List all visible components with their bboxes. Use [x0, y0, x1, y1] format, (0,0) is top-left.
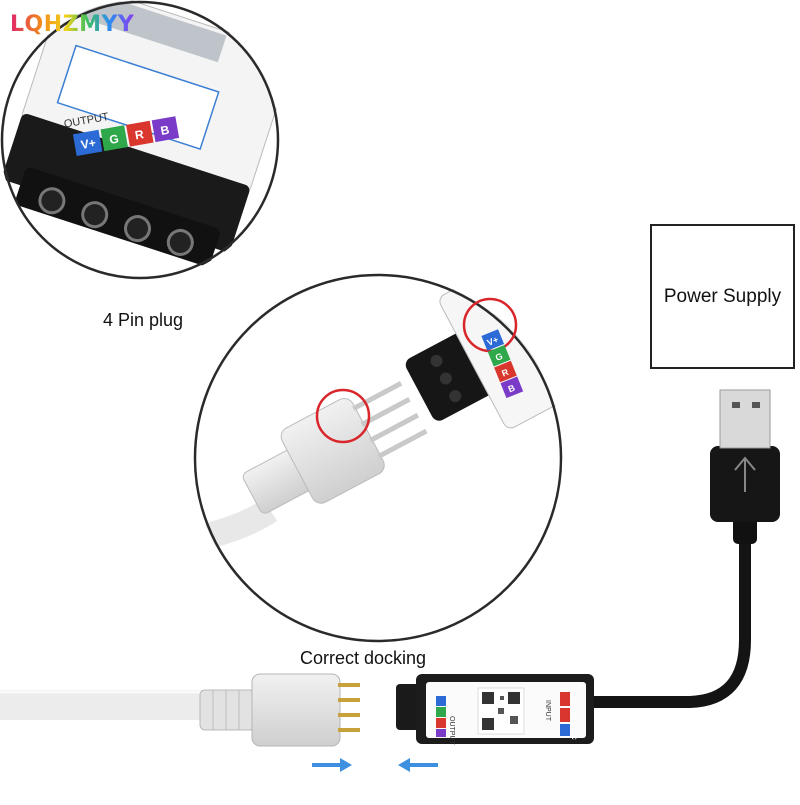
pin-b-mid: B	[507, 382, 517, 394]
pin-b-top: B	[159, 123, 170, 138]
output-label-bottom: OUTPUT	[448, 716, 455, 746]
input-pin-v-minus: V-	[570, 696, 576, 702]
controller-bottom	[396, 674, 594, 744]
input-label-bottom: INPUT	[544, 700, 551, 722]
arrow-right-icon	[312, 758, 352, 772]
caption-4-pin-plug: 4 Pin plug	[103, 310, 184, 330]
power-supply-label: Power Supply	[663, 285, 782, 307]
white-cable-bottom	[0, 673, 360, 747]
pin-v-mid: V+	[486, 334, 500, 347]
arrow-left-icon	[398, 758, 438, 772]
pin-r-top: R	[134, 127, 145, 142]
pin-v-top: V+	[80, 136, 97, 152]
pin-r-mid: R	[500, 367, 510, 379]
pin-g-top: G	[108, 132, 120, 147]
pin-label-strip-middle: V+ G R B	[481, 329, 524, 399]
highlight-circle-plug	[315, 388, 371, 444]
usb-cable	[584, 389, 780, 708]
power-supply-box: Power Supply	[650, 224, 795, 369]
pin-g-mid: G	[494, 351, 504, 363]
caption-correct-docking: Correct docking	[300, 648, 427, 668]
zoom-circle-middle	[193, 273, 563, 643]
input-pin-vcc: VCC	[570, 727, 576, 740]
input-pin-v-plus: V+	[570, 712, 576, 720]
usb-icon	[734, 456, 756, 492]
brand-logo: LQHZMYY	[10, 12, 135, 37]
